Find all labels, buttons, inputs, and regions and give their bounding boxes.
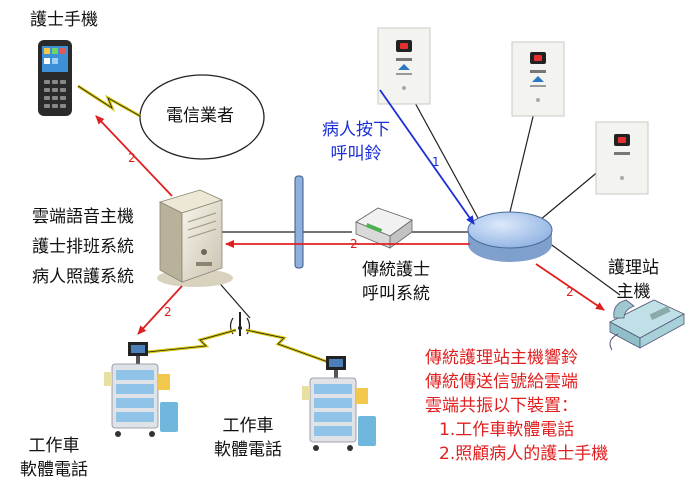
nurse-phone-label: 護士手機 — [30, 10, 98, 30]
cart-left-label: 工作車 軟體電話 — [20, 434, 88, 482]
host-to-phone-arrow — [95, 115, 173, 197]
network-barrier — [294, 175, 304, 269]
note-line-3: 雲端共振以下裝置： — [425, 396, 578, 416]
traditional-system-line-2: 呼叫系統 — [362, 284, 430, 304]
cloud-host-label: 雲端語音主機 護士排班系統 病人照護系統 — [32, 202, 134, 292]
note-line-5: 2.照顧病人的護士手機 — [439, 444, 609, 464]
call-button-panel-1 — [377, 27, 431, 105]
work-cart-right-icon — [302, 356, 376, 451]
note-line-2: 傳統傳送信號給雲端 — [425, 372, 578, 392]
patient-press-line-2: 呼叫鈴 — [330, 144, 382, 164]
patient-press-label: 病人按下 呼叫鈴 — [322, 118, 390, 166]
nurse-station-phone-icon — [609, 299, 685, 351]
traditional-system-line-1: 傳統護士 — [362, 260, 430, 280]
call-system-box-icon — [355, 207, 413, 249]
telecom-ellipse — [139, 74, 265, 160]
nurse-phone-icon — [38, 40, 72, 116]
telecom-label: 電信業者 — [166, 106, 234, 126]
process-notes: 傳統護理站主機響鈴 傳統傳送信號給雲端 雲端共振以下裝置： 1.工作車軟體電話 … — [425, 346, 608, 466]
router-hub-icon — [467, 211, 553, 262]
router-to-host-mark: 2 — [350, 237, 358, 251]
cloud-server-icon — [157, 189, 233, 287]
traditional-system-label: 傳統護士 呼叫系統 — [362, 258, 430, 306]
wireless-antenna-icon — [229, 312, 251, 336]
router-to-station-arrow — [535, 263, 605, 311]
cart-left-line-1: 工作車 — [28, 436, 80, 456]
cart-left-line-2: 軟體電話 — [20, 460, 88, 480]
router-to-station-mark: 2 — [566, 285, 574, 299]
nurse-station-label: 護理站 主機 — [608, 256, 659, 304]
call-button-panel-3 — [595, 121, 649, 195]
call-button-panel-2 — [511, 41, 565, 117]
patient-call-mark: 1 — [432, 155, 440, 169]
nurse-station-line-2: 主機 — [616, 282, 651, 302]
cloud-host-line-3: 病人照護系統 — [32, 267, 134, 287]
host-to-cart-arrow — [137, 285, 183, 335]
cloud-host-line-1: 雲端語音主機 — [32, 207, 134, 227]
host-to-phone-mark: 2 — [128, 151, 136, 165]
cloud-host-line-2: 護士排班系統 — [32, 237, 134, 257]
host-to-cart-mark: 2 — [164, 305, 172, 319]
patient-call-arrow — [379, 89, 475, 225]
cart-right-line-1: 工作車 — [222, 416, 274, 436]
patient-press-line-1: 病人按下 — [322, 120, 390, 140]
note-line-1: 傳統護理站主機響鈴 — [425, 348, 578, 368]
cart-right-label: 工作車 軟體電話 — [214, 414, 282, 462]
nurse-station-line-1: 護理站 — [608, 258, 659, 278]
work-cart-left-icon — [104, 342, 178, 437]
note-line-4: 1.工作車軟體電話 — [439, 420, 575, 440]
connection-lines — [214, 89, 621, 319]
cart-right-line-2: 軟體電話 — [214, 440, 282, 460]
